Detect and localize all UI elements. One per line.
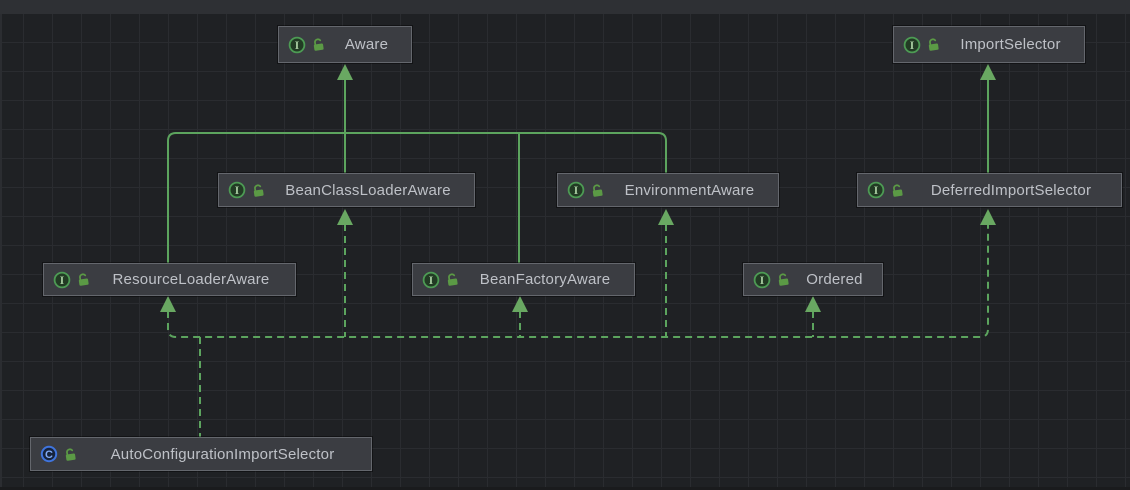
interface-icon: I — [53, 271, 71, 289]
arrowhead-icon — [980, 64, 996, 80]
svg-text:I: I — [429, 273, 434, 287]
node-import-selector[interactable]: I ImportSelector — [893, 26, 1085, 63]
unlocked-lock-icon — [76, 272, 91, 287]
node-bean-class-loader-aware[interactable]: I BeanClassLoaderAware — [218, 173, 475, 207]
arrowhead-icon — [805, 296, 821, 312]
arrowhead-icon — [512, 296, 528, 312]
arrowhead-icon — [337, 64, 353, 80]
node-label: Ordered — [806, 271, 863, 288]
edge-generalization-to-import-selector — [980, 64, 996, 173]
interface-icon: I — [228, 181, 246, 199]
node-ordered[interactable]: I Ordered — [743, 263, 883, 296]
node-deferred-import-selector[interactable]: I DeferredImportSelector — [857, 173, 1122, 207]
arrowhead-icon — [658, 209, 674, 225]
edge-segment — [167, 132, 667, 263]
node-resource-loader-aware[interactable]: I ResourceLoaderAware — [43, 263, 296, 296]
unlocked-lock-icon — [445, 272, 460, 287]
unlocked-lock-icon — [63, 447, 78, 462]
unlocked-lock-icon — [890, 183, 905, 198]
svg-text:I: I — [60, 273, 65, 287]
svg-text:I: I — [295, 38, 300, 52]
svg-text:C: C — [45, 449, 53, 461]
window-left-edge — [0, 14, 2, 490]
interface-icon: I — [867, 181, 885, 199]
edge-generalization-to-aware — [167, 64, 667, 263]
class-icon: C — [40, 445, 58, 463]
interface-icon: I — [753, 271, 771, 289]
node-label: Aware — [344, 36, 389, 53]
node-label: EnvironmentAware — [624, 181, 755, 199]
window-top-bar — [0, 0, 1130, 14]
interface-icon: I — [567, 181, 585, 199]
svg-text:I: I — [910, 38, 915, 52]
node-label: AutoConfigurationImportSelector — [110, 445, 335, 463]
unlocked-lock-icon — [251, 183, 266, 198]
node-label: BeanFactoryAware — [479, 271, 611, 288]
node-label: BeanClassLoaderAware — [285, 181, 451, 199]
edge-implements-from-auto-configuration-import-selector — [160, 209, 996, 437]
node-label: ResourceLoaderAware — [112, 271, 270, 288]
unlocked-lock-icon — [590, 183, 605, 198]
svg-text:I: I — [874, 183, 879, 197]
interface-icon: I — [288, 36, 306, 54]
svg-text:I: I — [235, 183, 240, 197]
unlocked-lock-icon — [311, 37, 326, 52]
interface-icon: I — [422, 271, 440, 289]
svg-text:I: I — [760, 273, 765, 287]
arrowhead-icon — [980, 209, 996, 225]
unlocked-lock-icon — [776, 272, 791, 287]
unlocked-lock-icon — [926, 37, 941, 52]
window-bottom-edge — [0, 487, 1130, 490]
node-environment-aware[interactable]: I EnvironmentAware — [557, 173, 779, 207]
node-label: ImportSelector — [960, 36, 1061, 53]
svg-text:I: I — [574, 183, 579, 197]
node-aware[interactable]: I Aware — [278, 26, 412, 63]
interface-icon: I — [903, 36, 921, 54]
edge-segment — [167, 224, 989, 338]
node-label: DeferredImportSelector — [930, 181, 1092, 199]
arrowhead-icon — [337, 209, 353, 225]
node-auto-configuration-import-selector[interactable]: C AutoConfigurationImportSelector — [30, 437, 372, 471]
node-bean-factory-aware[interactable]: I BeanFactoryAware — [412, 263, 635, 296]
arrowhead-icon — [160, 296, 176, 312]
